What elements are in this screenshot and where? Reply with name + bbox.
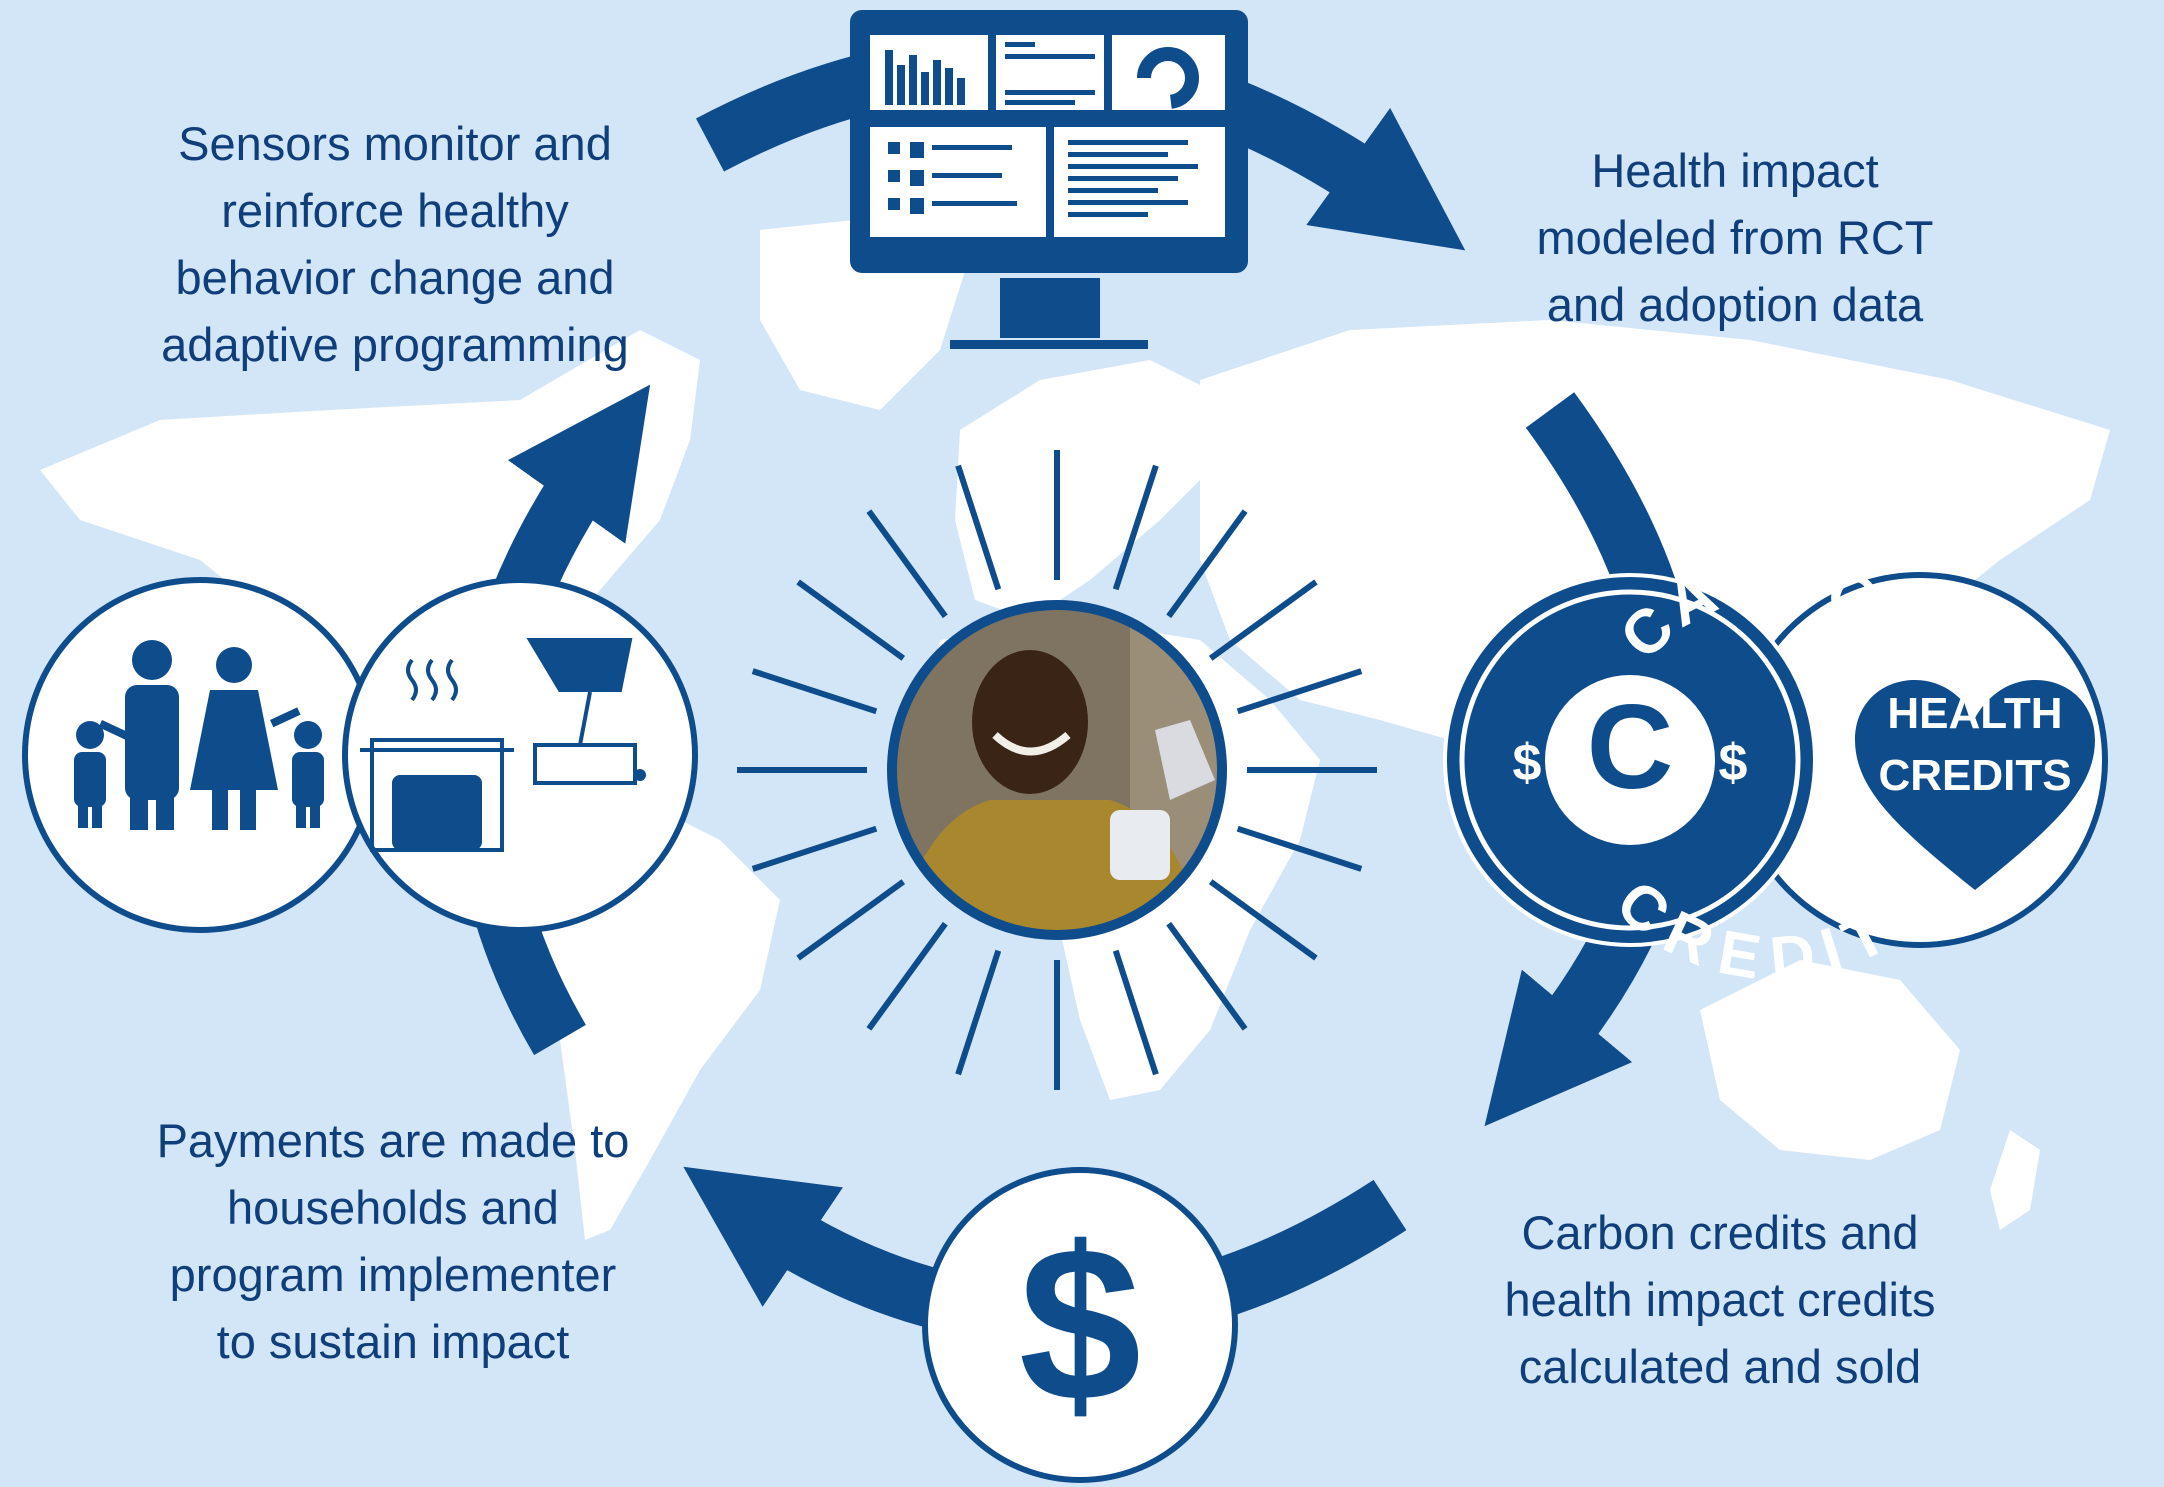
- step-sensors-line: reinforce healthy: [221, 184, 569, 237]
- step-credits-sold-line: health impact credits: [1504, 1273, 1936, 1326]
- family-circle: [22, 577, 378, 933]
- carbon-seal-dollar-left: $: [1513, 734, 1542, 792]
- water-filter-icon: [526, 638, 646, 785]
- sun-ray: [1166, 921, 1248, 1031]
- australia: [1700, 960, 1960, 1160]
- water-treatment-circle: [342, 577, 698, 933]
- step-health-model-line: Health impact: [1591, 144, 1879, 197]
- carbon-seal-dollar-right: $: [1719, 734, 1748, 792]
- sun-ray: [866, 921, 948, 1031]
- sun-ray: [796, 879, 906, 961]
- sun-ray: [955, 949, 1002, 1076]
- family-icon: [74, 640, 324, 830]
- sun-ray: [1166, 509, 1248, 619]
- health-credits-line2: CREDITS: [1878, 751, 2071, 800]
- step-sensors-line: adaptive programming: [161, 318, 629, 371]
- sun-ray: [1112, 464, 1159, 591]
- sunburst: [737, 450, 1377, 1090]
- step-payments-line: to sustain impact: [216, 1315, 570, 1368]
- step-health-model-text: Health impact modeled from RCT and adopt…: [1425, 137, 2045, 338]
- carbon-c-letter: C: [1587, 680, 1674, 814]
- step-credits-sold-text: Carbon credits and health impact credits…: [1410, 1199, 2030, 1400]
- step-sensors-text: Sensors monitor and reinforce healthy be…: [85, 110, 705, 378]
- dollar-icon: $: [1019, 1201, 1141, 1447]
- step-sensors-line: Sensors monitor and: [178, 117, 612, 170]
- step-sensors-line: behavior change and: [175, 251, 615, 304]
- step-payments-text: Payments are made to households and prog…: [83, 1107, 703, 1375]
- sun-ray: [1208, 879, 1318, 961]
- sun-ray: [751, 668, 878, 715]
- health-credits-circle: HEALTH CREDITS: [1732, 572, 2108, 948]
- heart-icon: [1855, 680, 2095, 890]
- photo-frame: [887, 600, 1227, 940]
- sun-ray: [866, 509, 948, 619]
- sun-ray: [955, 464, 1002, 591]
- sun-ray: [1208, 579, 1318, 661]
- europe: [955, 360, 1230, 620]
- step-payments-line: households and: [227, 1181, 559, 1234]
- step-credits-sold-line: calculated and sold: [1518, 1340, 1922, 1393]
- health-credits-line1: HEALTH: [1887, 689, 2062, 738]
- sun-ray: [1236, 668, 1363, 715]
- step-health-model-line: and adoption data: [1546, 278, 1924, 331]
- sun-ray: [796, 579, 906, 661]
- sun-ray: [751, 825, 878, 872]
- sun-ray: [1236, 825, 1363, 872]
- monitor-icon: [850, 10, 1248, 349]
- step-payments-line: program implementer: [169, 1248, 617, 1301]
- new-zealand: [1990, 1130, 2040, 1230]
- stove-door: [392, 775, 482, 850]
- sun-ray: [1112, 949, 1159, 1076]
- step-payments-line: Payments are made to: [156, 1114, 630, 1167]
- payment-circle: $: [922, 1167, 1238, 1483]
- step-health-model-line: modeled from RCT: [1536, 211, 1934, 264]
- step-credits-sold-line: Carbon credits and: [1521, 1206, 1919, 1259]
